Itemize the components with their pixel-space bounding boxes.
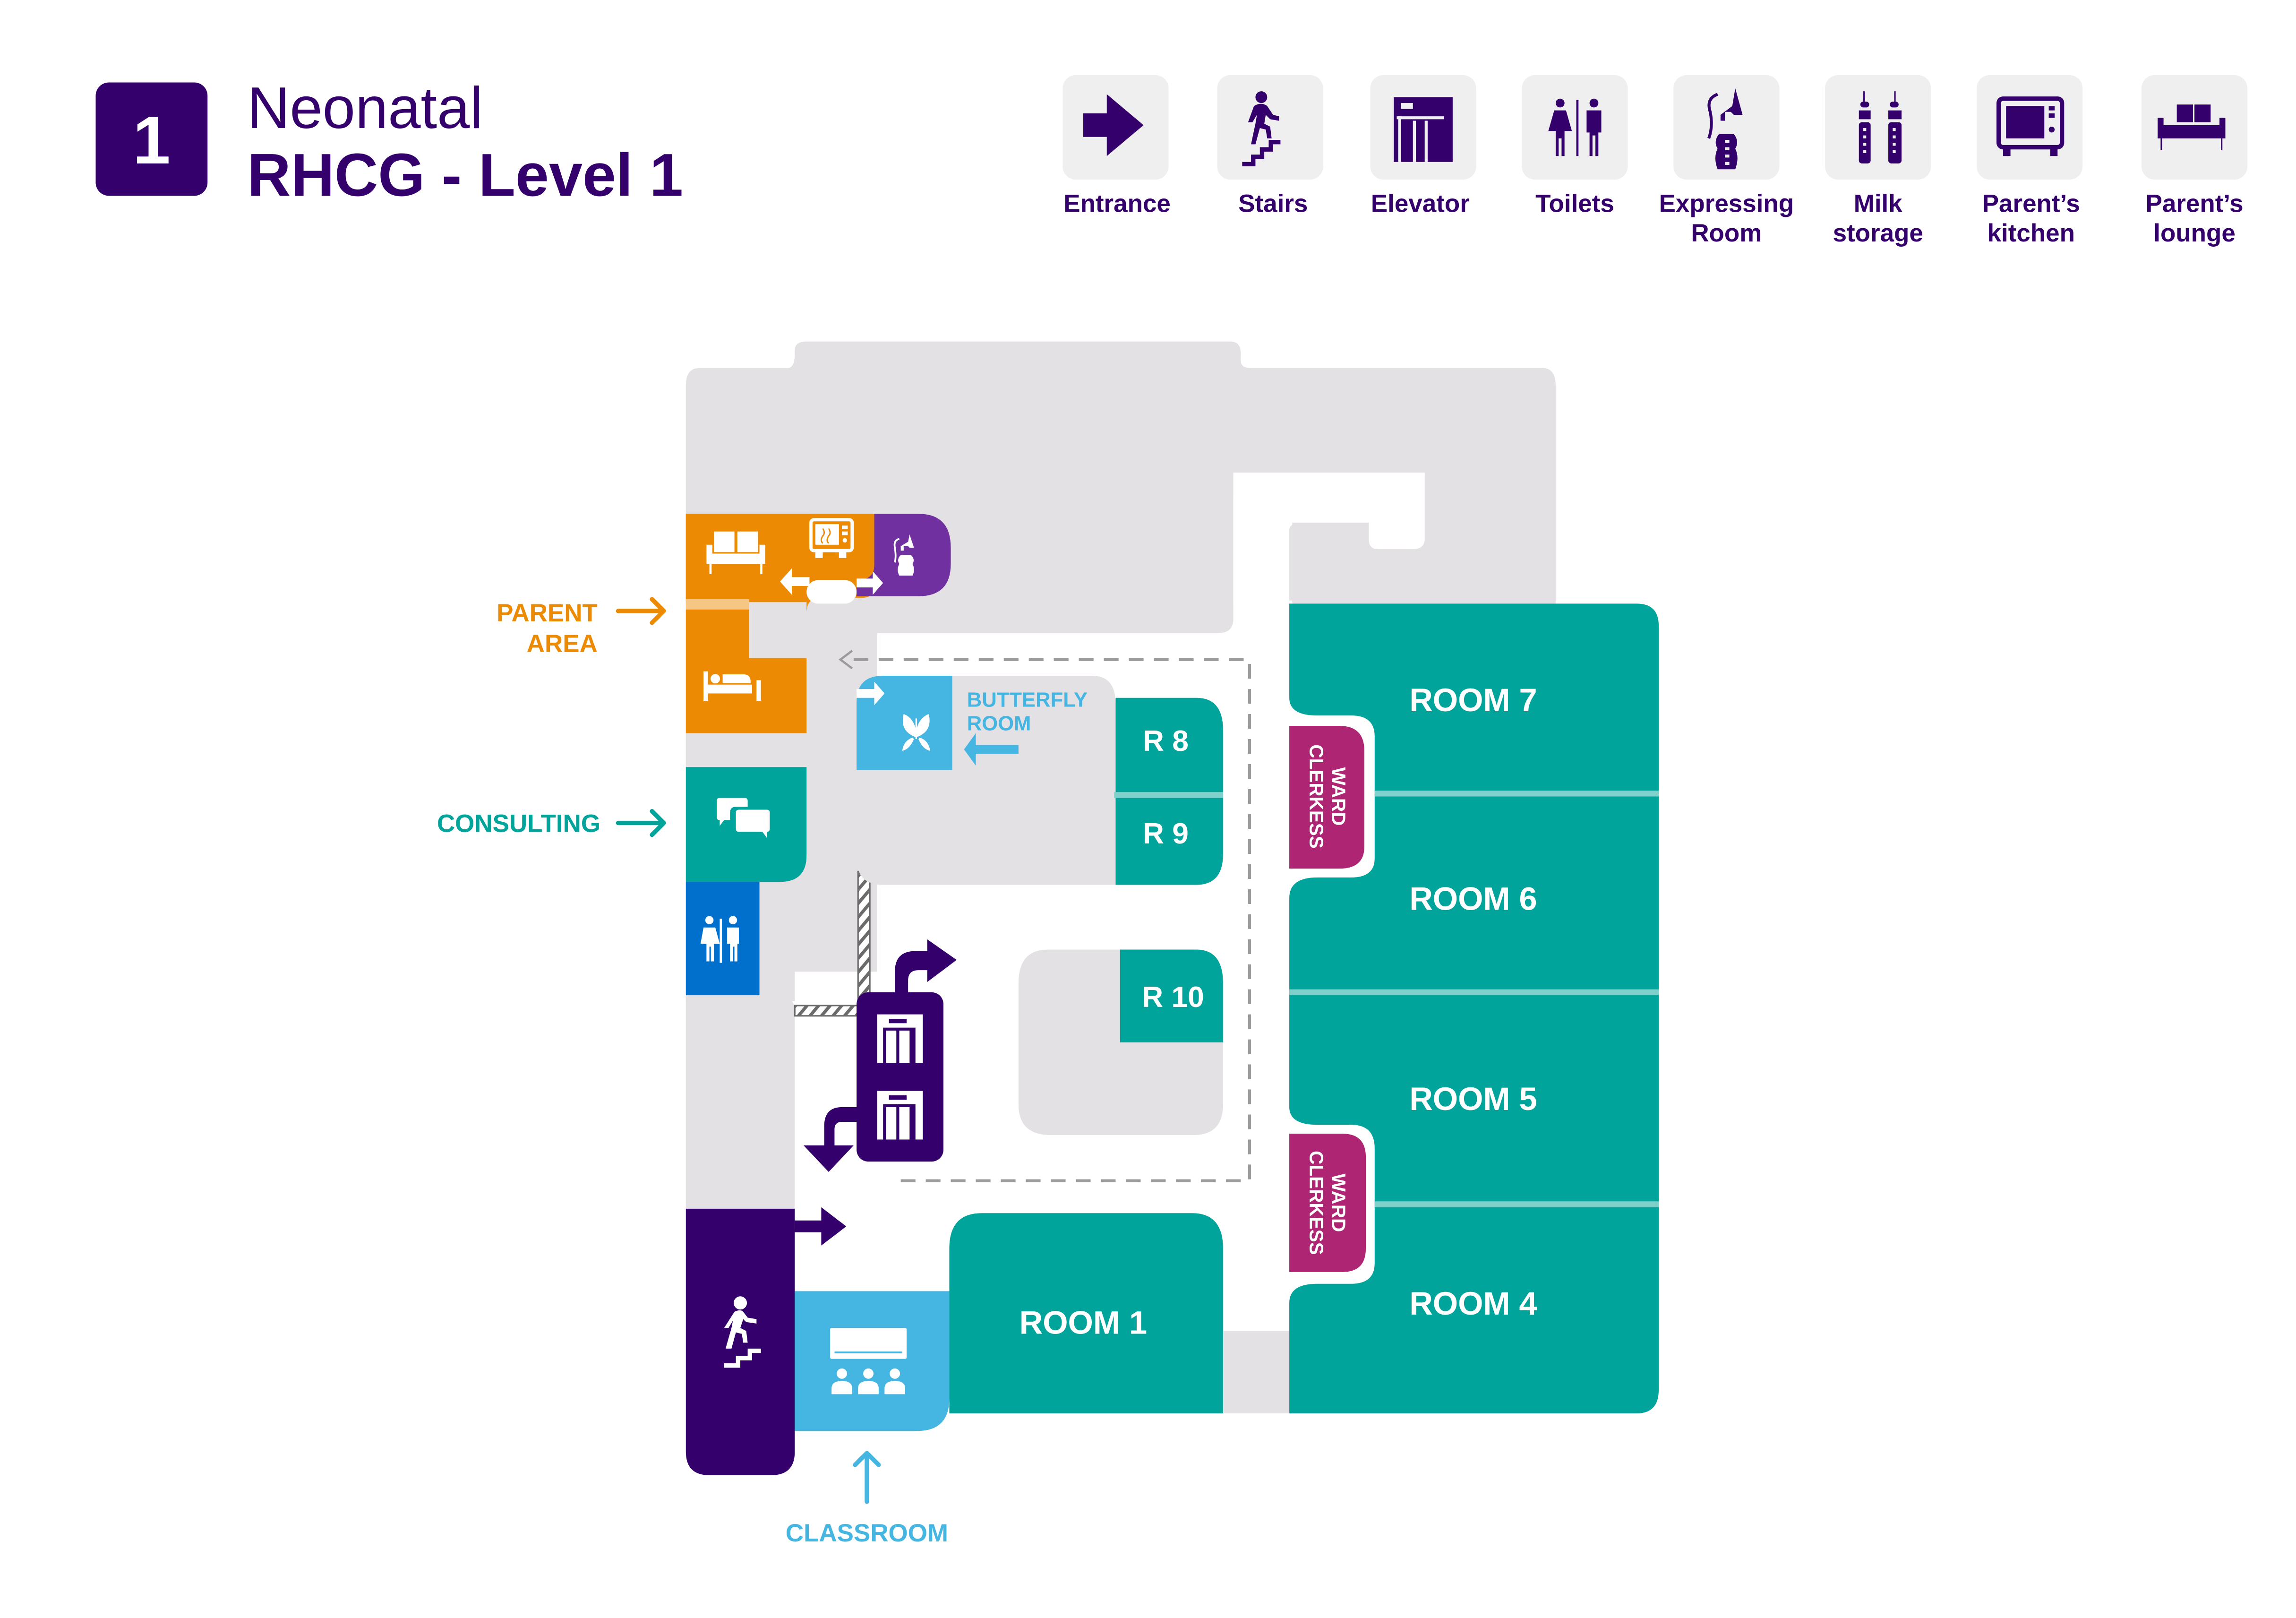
- classroom-callout: CLASSROOM: [786, 1451, 948, 1547]
- room-r8: R 8: [1143, 725, 1189, 757]
- bed-icon: [703, 671, 761, 701]
- legend-item-milk-storage: Milk storage: [1825, 75, 1931, 247]
- legend-label: Toilets: [1535, 190, 1614, 218]
- walking-route: [838, 650, 1251, 1182]
- breast-pump-icon: [893, 534, 914, 576]
- room-r10-block: R 10: [1018, 949, 1223, 1136]
- parent-area-arrow-icon: [616, 597, 666, 625]
- legend-label: Milk: [1854, 190, 1903, 218]
- parent-lounge-arrow-icon: [780, 568, 810, 595]
- expressing-room: [857, 514, 951, 596]
- butterfly-room-label: BUTTERFLY: [967, 689, 1088, 711]
- consulting-label: CONSULTING: [437, 809, 600, 837]
- ward-clerkess-upper: WARD CLERKESS: [1289, 725, 1364, 869]
- elevator-icon: [1394, 97, 1453, 162]
- ward-clerkess-label: CLERKESS: [1306, 744, 1328, 849]
- legend-item-toilets: Toilets: [1522, 75, 1628, 218]
- butterfly-arrow-icon: [964, 733, 1019, 766]
- legend-label: Room: [1691, 219, 1762, 247]
- butterfly-room-block: BUTTERFLY ROOM: [857, 676, 1116, 885]
- consulting-room: [685, 767, 807, 882]
- ward-clerkess-label: WARD: [1328, 767, 1349, 826]
- elevator-icon: [877, 1091, 923, 1140]
- page-title-ward: Neonatal: [247, 75, 483, 141]
- butterfly-icon: [902, 714, 930, 751]
- room-5-label: ROOM 5: [1409, 1081, 1537, 1117]
- room-4-label: ROOM 4: [1409, 1285, 1537, 1322]
- microwave-icon: [809, 518, 854, 558]
- legend: Entrance Stairs Elevator: [1062, 75, 2248, 247]
- legend-item-elevator: Elevator: [1370, 75, 1476, 218]
- breast-pump-icon: [1707, 88, 1743, 170]
- room-1-label: ROOM 1: [1019, 1305, 1147, 1341]
- legend-item-parents-lounge: Parent’s lounge: [2141, 75, 2248, 247]
- butterfly-entry-arrow-icon: [857, 681, 885, 706]
- milk-bottles-icon: [1859, 91, 1902, 164]
- level-badge-number: 1: [133, 103, 171, 178]
- room-1: ROOM 1: [949, 1213, 1223, 1413]
- stairs-exit-arrow-icon: [795, 1207, 847, 1246]
- building-footprint: [685, 341, 1556, 1413]
- parent-area-divider: [685, 599, 749, 611]
- elevator-icon: [877, 1014, 923, 1063]
- stairs-icon: [1242, 91, 1281, 167]
- level-badge: [95, 82, 208, 196]
- legend-item-parents-kitchen: Parent’s kitchen: [1976, 75, 2083, 247]
- room-r10: R 10: [1142, 981, 1204, 1014]
- room-6-label: ROOM 6: [1409, 880, 1537, 917]
- toilets-icon: [1548, 98, 1602, 156]
- parent-area-label: PARENT: [497, 599, 598, 627]
- microwave-icon: [1996, 96, 2065, 156]
- legend-label: Parent’s: [1982, 190, 2080, 218]
- parent-bedroom-zone: [685, 609, 749, 733]
- legend-label: Expressing: [1659, 190, 1794, 218]
- elevator-up-arrow-icon: [895, 939, 957, 994]
- legend-item-expressing-room: Expressing Room: [1659, 75, 1794, 247]
- legend-label: Entrance: [1063, 190, 1171, 218]
- butterfly-room-label: ROOM: [967, 712, 1031, 735]
- legend-label: Stairs: [1238, 190, 1308, 218]
- room-r9: R 9: [1143, 818, 1189, 850]
- legend-item-stairs: Stairs: [1217, 75, 1323, 218]
- legend-label: Elevator: [1371, 190, 1470, 218]
- elevators: [804, 939, 957, 1172]
- header: 1 Neonatal RHCG - Level 1: [95, 75, 683, 209]
- ward-clerkess-label: CLERKESS: [1306, 1151, 1328, 1255]
- stairwell: [685, 1207, 847, 1475]
- parent-area-label: AREA: [527, 630, 598, 658]
- toilets: [685, 882, 760, 996]
- entrance-arrow-icon: [1083, 94, 1144, 156]
- consulting-callout: CONSULTING: [437, 809, 666, 837]
- stairs-icon: [724, 1296, 761, 1368]
- ward-clerkess-lower: WARD CLERKESS: [1289, 1133, 1366, 1272]
- legend-label: lounge: [2153, 219, 2236, 247]
- legend-label: kitchen: [1988, 219, 2075, 247]
- page-title-level: RHCG - Level 1: [247, 141, 683, 209]
- expressing-room-arrow-icon: [857, 571, 883, 595]
- room-7-label: ROOM 7: [1409, 682, 1537, 718]
- chat-bubbles-icon: [717, 798, 770, 838]
- ward-clerkess-label: WARD: [1328, 1174, 1349, 1232]
- classroom-label: CLASSROOM: [786, 1519, 948, 1547]
- legend-label: storage: [1833, 219, 1923, 247]
- classroom: [795, 1291, 950, 1431]
- parent-area-callout: PARENT AREA: [497, 597, 666, 658]
- legend-label: Parent’s: [2146, 190, 2244, 218]
- consulting-arrow-icon: [616, 809, 666, 837]
- classroom-icon: [830, 1328, 907, 1394]
- hatched-wall: [794, 870, 871, 1017]
- elevator-down-arrow-icon: [804, 1107, 858, 1172]
- sofa-icon: [2158, 104, 2226, 150]
- rooms-r8-r9: R 8 R 9: [1114, 697, 1223, 885]
- legend-item-entrance: Entrance: [1062, 75, 1171, 218]
- classroom-arrow-icon: [853, 1451, 881, 1504]
- right-ward-rooms: ROOM 7 ROOM 6 ROOM 5 ROOM 4: [1289, 603, 1659, 1413]
